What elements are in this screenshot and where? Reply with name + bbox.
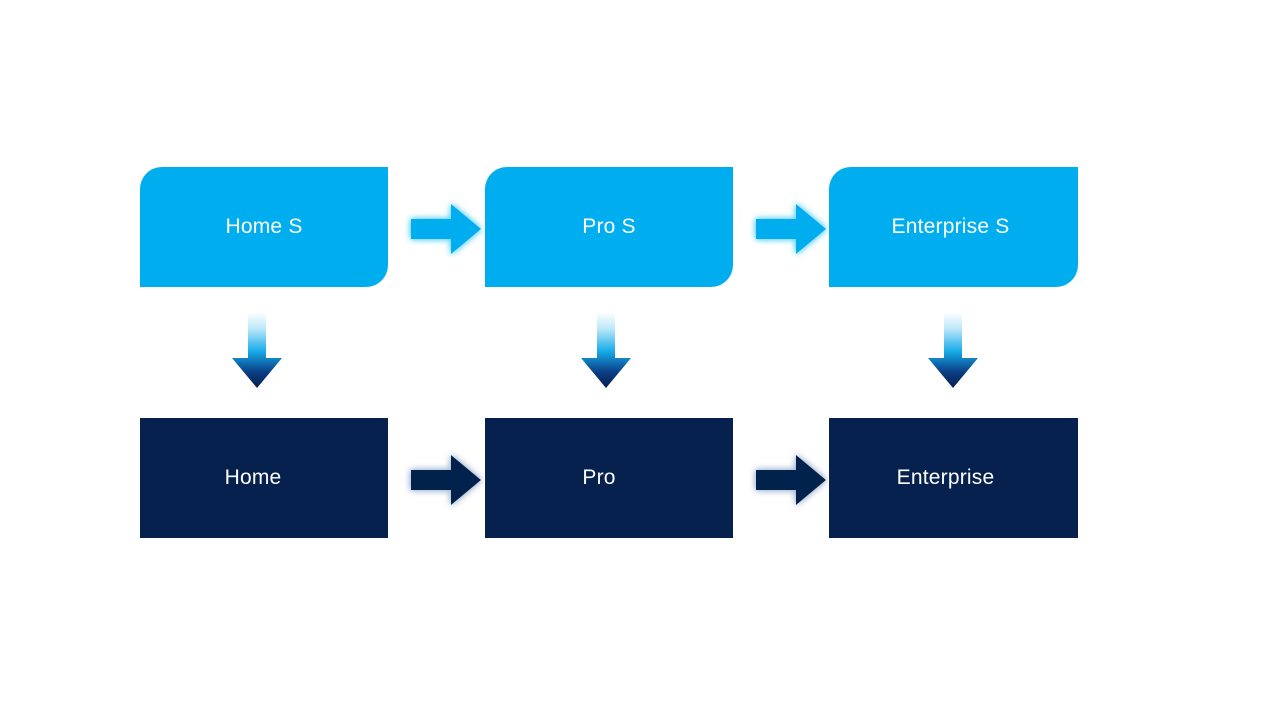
node-enterprise-label: Enterprise bbox=[896, 466, 995, 490]
arrow-down-icon-pro-s-to-pro bbox=[575, 310, 637, 392]
node-pro-s[interactable]: Pro S bbox=[485, 167, 733, 287]
node-enterprise-s-label: Enterprise S bbox=[891, 215, 1010, 239]
node-pro-label: Pro bbox=[582, 466, 616, 490]
node-pro-s-label: Pro S bbox=[582, 215, 636, 239]
node-home[interactable]: Home bbox=[140, 418, 388, 538]
arrow-down-icon-enterprise-s-to-enterprise bbox=[922, 310, 984, 392]
arrow-down-icon-home-s-to-home bbox=[226, 310, 288, 392]
arrow-right-icon-pro-s-to-enterprise-s bbox=[749, 198, 833, 260]
node-home-s-label: Home S bbox=[225, 215, 303, 239]
node-pro[interactable]: Pro bbox=[485, 418, 733, 538]
node-enterprise-s[interactable]: Enterprise S bbox=[829, 167, 1078, 287]
arrow-right-icon-home-s-to-pro-s bbox=[404, 198, 488, 260]
node-home-label: Home bbox=[224, 466, 282, 490]
node-enterprise[interactable]: Enterprise bbox=[829, 418, 1078, 538]
node-home-s[interactable]: Home S bbox=[140, 167, 388, 287]
